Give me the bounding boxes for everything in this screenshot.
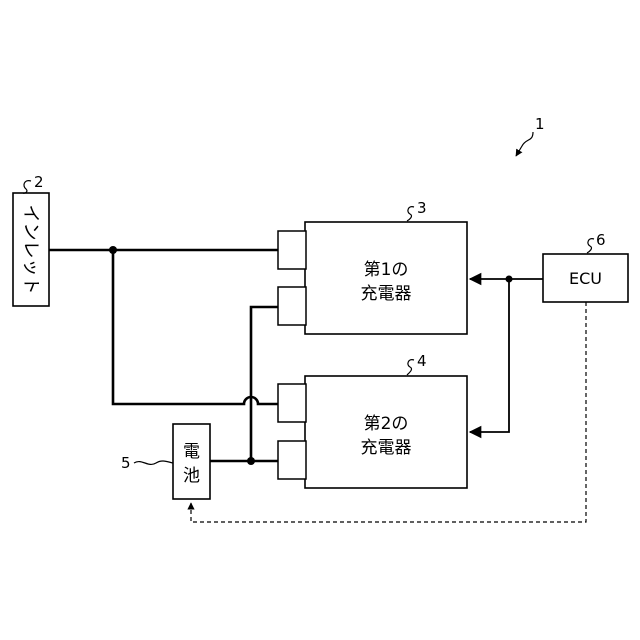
system-reference: 1 — [516, 115, 545, 156]
junction-inlet — [109, 246, 117, 254]
charger2-label-line2: 充電器 — [361, 438, 412, 458]
system-ref-label: 1 — [535, 115, 545, 133]
battery-label-line1: 電 — [183, 442, 200, 462]
inlet-label: インレット — [21, 205, 42, 295]
charger1-port-output — [278, 287, 306, 325]
charger2-ref-leader — [407, 360, 414, 375]
inlet-ref-leader — [23, 181, 31, 194]
wire-charger1-output — [251, 307, 278, 461]
system-ref-arrow — [516, 132, 533, 156]
ecu-label: ECU — [569, 269, 602, 288]
signal-ecu-to-charger2 — [470, 279, 509, 432]
inlet-ref-label: 2 — [34, 173, 44, 191]
charger2-block: 第2の 充電器 4 — [278, 352, 467, 488]
junction-signal — [506, 276, 513, 283]
charger1-block: 第1の 充電器 3 — [278, 199, 467, 334]
battery-ref-leader — [134, 461, 173, 464]
power-wiring — [49, 246, 278, 465]
charger1-ref-label: 3 — [417, 199, 427, 217]
charger1-label-line1: 第1の — [364, 260, 409, 280]
charger2-port-output — [278, 441, 306, 479]
charger1-label-line2: 充電器 — [361, 284, 412, 304]
charger2-label-line1: 第2の — [364, 414, 409, 434]
wire-inlet-to-charger2 — [113, 250, 278, 404]
battery-label-line2: 池 — [183, 466, 200, 486]
junction-battery — [247, 457, 255, 465]
charger1-ref-leader — [407, 207, 414, 221]
ecu-block: ECU 6 — [543, 231, 628, 302]
charger2-ref-label: 4 — [417, 352, 427, 370]
inlet-block: インレット 2 — [13, 173, 49, 306]
ecu-ref-leader — [587, 239, 594, 253]
charger1-port-input — [278, 231, 306, 269]
ecu-ref-label: 6 — [596, 231, 606, 249]
charger2-port-input — [278, 384, 306, 422]
battery-block: 電 池 5 — [121, 424, 210, 499]
battery-ref-label: 5 — [121, 454, 131, 472]
